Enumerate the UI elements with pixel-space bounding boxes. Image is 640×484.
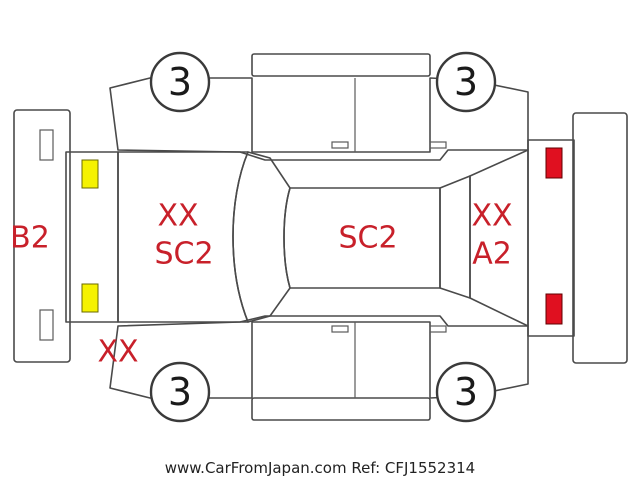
code-hood-line1: XX xyxy=(157,199,198,234)
upper-front-handle xyxy=(331,141,349,149)
upper-rear-handle xyxy=(429,141,447,149)
front-lamp-bottom xyxy=(81,283,99,313)
front-bumper-slot-top xyxy=(39,129,54,161)
lower-front-handle xyxy=(331,325,349,333)
wheel-front-left-score: 3 xyxy=(168,60,192,104)
front-bumper xyxy=(13,109,71,363)
code-rear-line2: A2 xyxy=(472,237,512,272)
rear-bumper xyxy=(572,112,628,364)
roof-panel xyxy=(283,187,441,289)
code-roof: SC2 xyxy=(338,221,397,256)
footer-reference: www.CarFromJapan.com Ref: CFJ1552314 xyxy=(165,459,475,477)
lower-side-sill xyxy=(251,397,431,421)
wheel-front-right xyxy=(149,361,211,423)
front-lamp-top xyxy=(81,159,99,189)
code-hood-line2: SC2 xyxy=(154,237,213,272)
code-front-lower-left: XX xyxy=(97,335,138,370)
rear-window xyxy=(439,175,471,299)
wheel-rear-left xyxy=(435,51,497,113)
upper-body-side xyxy=(109,77,529,161)
wheel-front-right-score: 3 xyxy=(168,370,192,414)
wheel-rear-left-score: 3 xyxy=(454,60,478,104)
rear-fascia xyxy=(527,139,575,337)
rear-lamp-bottom xyxy=(545,293,563,325)
wheel-rear-right xyxy=(435,361,497,423)
windshield xyxy=(232,151,291,323)
code-rear-line1: XX xyxy=(471,199,512,234)
front-bumper-slot-bottom xyxy=(39,309,54,341)
wheel-front-left xyxy=(149,51,211,113)
lower-rear-handle xyxy=(429,325,447,333)
rear-lamp-top xyxy=(545,147,563,179)
code-front-bumper: B2 xyxy=(10,221,50,256)
wheel-rear-right-score: 3 xyxy=(454,370,478,414)
upper-side-sill xyxy=(251,53,431,77)
lower-body-side xyxy=(109,315,529,399)
